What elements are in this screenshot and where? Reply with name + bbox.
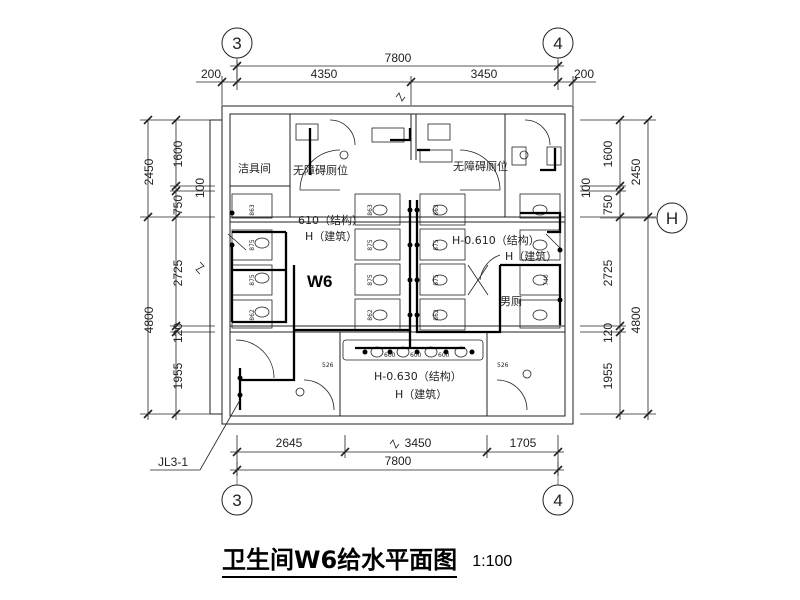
svg-text:3: 3 xyxy=(232,491,241,510)
dim-left-outer-1: 2450 xyxy=(142,158,156,185)
sink-dim-600-c: 600 xyxy=(438,352,450,359)
dim-left-outer-2: 4800 xyxy=(142,306,156,333)
grid-axis-3-bottom: 3 xyxy=(221,484,253,516)
dim-right-inner-4: 2725 xyxy=(601,259,615,286)
elevation-1-structural: 610（结构） xyxy=(298,213,363,227)
left-dimension-lines xyxy=(140,115,215,420)
dim-top-seg-2: 3450 xyxy=(471,67,498,81)
dim-top-total: 7800 xyxy=(385,51,412,65)
zone-label-w6: W6 xyxy=(307,272,333,291)
dim-left-inner-2: 100 xyxy=(193,178,207,198)
drawing-title-block: 卫生间W6给水平面图 1:100 xyxy=(222,540,513,578)
dim-left-inner-6: 1955 xyxy=(171,362,185,389)
dim-left-inner-3: 750 xyxy=(171,195,185,215)
building-walls xyxy=(209,105,574,425)
stall-dim-862-c: 862 xyxy=(249,309,256,321)
stall-dim-863-a: 863 xyxy=(367,204,374,216)
top-dimension-lines xyxy=(196,60,596,105)
stall-dim-875-f: 875 xyxy=(249,274,256,286)
room-label-janitor: 洁具间 xyxy=(238,162,271,175)
dim-top-edge-right: 200 xyxy=(574,67,594,81)
stall-dim-863-c: 863 xyxy=(249,204,256,216)
dim-right-inner-6: 1955 xyxy=(601,362,615,389)
toilet-stalls xyxy=(227,119,563,411)
svg-text:4: 4 xyxy=(553,34,562,53)
elevation-2-architectural: H（建筑） xyxy=(505,249,557,263)
stall-dim-875-c: 875 xyxy=(367,274,374,286)
room-label-accessible-left: 无障碍厕位 xyxy=(293,163,348,177)
dim-top-edge-left: 200 xyxy=(201,67,221,81)
stall-dim-526-a: 526 xyxy=(322,362,334,369)
svg-text:4: 4 xyxy=(553,491,562,510)
sink-dim-600-b: 600 xyxy=(410,352,422,359)
right-dimension-lines xyxy=(580,115,656,420)
svg-text:3: 3 xyxy=(232,34,241,53)
dim-left-inner-4: 2725 xyxy=(171,259,185,286)
elevation-3-architectural: H（建筑） xyxy=(395,387,447,401)
stall-dim-875-a: 875 xyxy=(367,239,374,251)
water-supply-pipes xyxy=(230,128,562,410)
grid-axis-4-top: 4 xyxy=(542,27,574,59)
dim-bottom-seg-1: 2645 xyxy=(276,436,303,450)
stall-dim-863-b: 863 xyxy=(433,204,440,216)
grid-axis-4-bottom: 4 xyxy=(542,484,574,516)
dim-left-inner-1: 1600 xyxy=(171,140,185,167)
stall-dim-862-b: 862 xyxy=(433,309,440,321)
dim-right-inner-1: 1600 xyxy=(601,140,615,167)
drawing-scale: 1:100 xyxy=(472,553,513,570)
elevation-2-structural: H-0.610（结构） xyxy=(452,233,540,247)
stall-dim-875-b: 875 xyxy=(433,239,440,251)
room-label-accessible-right: 无障碍厕位 xyxy=(453,159,508,173)
room-label-mens: 男厕 xyxy=(500,295,522,308)
grid-axis-3-top: 3 xyxy=(221,27,253,59)
dim-bottom-seg-3: 1705 xyxy=(510,436,537,450)
dim-bottom-seg-2: 3450 xyxy=(405,436,432,450)
dim-right-inner-2: 100 xyxy=(579,178,593,198)
dim-bottom-total: 7800 xyxy=(385,454,412,468)
dim-left-inner-5: 120 xyxy=(171,323,185,343)
dim-right-inner-5: 120 xyxy=(601,323,615,343)
stall-dim-875-e: 875 xyxy=(249,239,256,251)
svg-text:H: H xyxy=(666,209,678,228)
elevation-3-structural: H-0.630（结构） xyxy=(374,369,462,383)
pipe-fittings xyxy=(229,207,563,398)
dim-right-outer-1: 2450 xyxy=(629,158,643,185)
grid-axis-h-right: H xyxy=(656,202,688,234)
dim-top-seg-1: 4350 xyxy=(311,67,338,81)
bottom-dimension-lines xyxy=(230,435,564,476)
drawing-title: 卫生间W6给水平面图 xyxy=(222,540,458,578)
grid-axis-lines xyxy=(236,58,657,485)
elevation-1-architectural: H（建筑） xyxy=(305,229,357,243)
dim-right-inner-3: 750 xyxy=(601,195,615,215)
sink-dim-600-a: 600 xyxy=(384,352,396,359)
stall-dim-862-a: 862 xyxy=(367,309,374,321)
riser-label: JL3-1 xyxy=(158,455,188,469)
stall-dim-875-d: 875 xyxy=(433,274,440,286)
stall-dim-740: 740 xyxy=(543,274,550,286)
riser-leader xyxy=(150,399,241,471)
stall-dim-526-b: 526 xyxy=(497,362,509,369)
dim-right-outer-2: 4800 xyxy=(629,306,643,333)
